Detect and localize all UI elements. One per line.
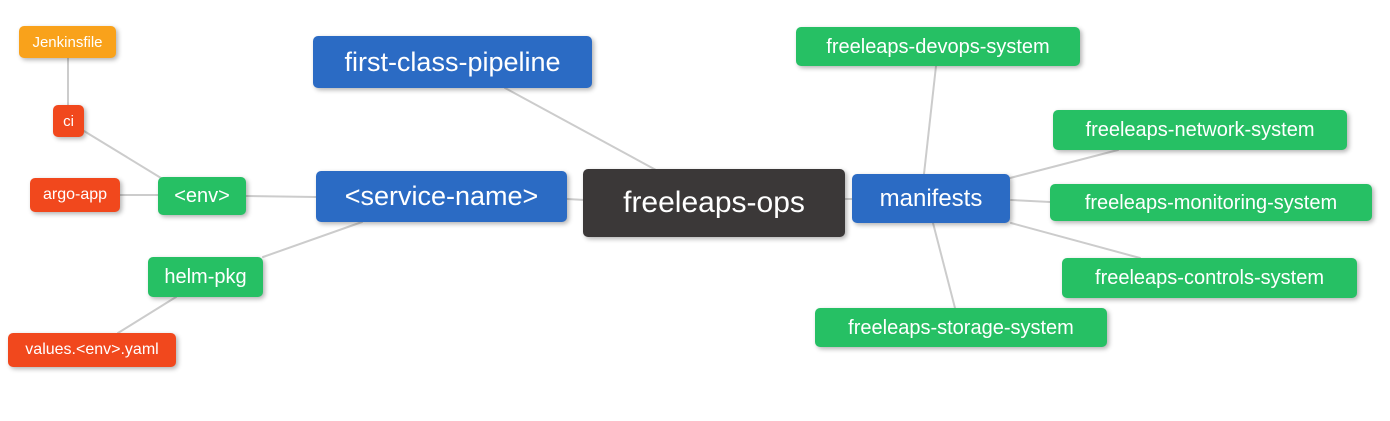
node-freeleaps-ops[interactable]: freeleaps-ops (583, 169, 845, 237)
node-freeleaps-storage-system[interactable]: freeleaps-storage-system (815, 308, 1107, 347)
edge-first-class-pipeline-freeleaps-ops (504, 87, 657, 171)
node-manifests[interactable]: manifests (852, 174, 1010, 223)
node-label: <env> (174, 185, 230, 207)
node-freeleaps-devops-system[interactable]: freeleaps-devops-system (796, 27, 1080, 66)
node-jenkinsfile[interactable]: Jenkinsfile (19, 26, 116, 58)
node-helm-pkg[interactable]: helm-pkg (148, 257, 263, 297)
node-label: Jenkinsfile (32, 33, 103, 51)
node-freeleaps-controls-system[interactable]: freeleaps-controls-system (1062, 258, 1357, 298)
node-service-name[interactable]: <service-name> (316, 171, 567, 222)
node-env[interactable]: <env> (158, 177, 246, 215)
edge-env-service-name (245, 195, 317, 198)
edge-manifests-freeleaps-controls-system (1010, 222, 1141, 259)
node-label: helm-pkg (164, 266, 247, 288)
node-label: freeleaps-network-system (1085, 119, 1315, 141)
node-label: freeleaps-storage-system (848, 316, 1074, 339)
edge-ci-env (83, 130, 162, 179)
node-label: first-class-pipeline (344, 46, 561, 77)
node-label: values.<env>.yaml (25, 341, 159, 358)
node-label: argo-app (42, 186, 108, 203)
edge-helm-pkg-values-env-yaml (117, 296, 177, 334)
node-first-class-pipeline[interactable]: first-class-pipeline (313, 36, 592, 88)
node-label: freeleaps-ops (623, 186, 805, 219)
node-freeleaps-monitoring-system[interactable]: freeleaps-monitoring-system (1050, 184, 1372, 221)
edge-manifests-freeleaps-network-system (1009, 149, 1119, 179)
node-freeleaps-network-system[interactable]: freeleaps-network-system (1053, 110, 1347, 150)
node-values-env-yaml[interactable]: values.<env>.yaml (8, 333, 176, 367)
edge-manifests-freeleaps-storage-system (932, 222, 956, 309)
node-argo-app[interactable]: argo-app (30, 178, 120, 212)
node-label: <service-name> (344, 181, 539, 211)
node-label: freeleaps-monitoring-system (1084, 191, 1338, 214)
edge-service-name-helm-pkg (262, 221, 363, 258)
node-label: freeleaps-controls-system (1095, 267, 1324, 289)
node-label: ci (63, 112, 74, 130)
node-ci[interactable]: ci (53, 105, 84, 137)
node-label: freeleaps-devops-system (826, 35, 1050, 58)
edge-freeleaps-devops-system-manifests (923, 65, 937, 175)
node-label: manifests (879, 184, 983, 212)
edge-manifests-freeleaps-monitoring-system (1010, 199, 1051, 203)
